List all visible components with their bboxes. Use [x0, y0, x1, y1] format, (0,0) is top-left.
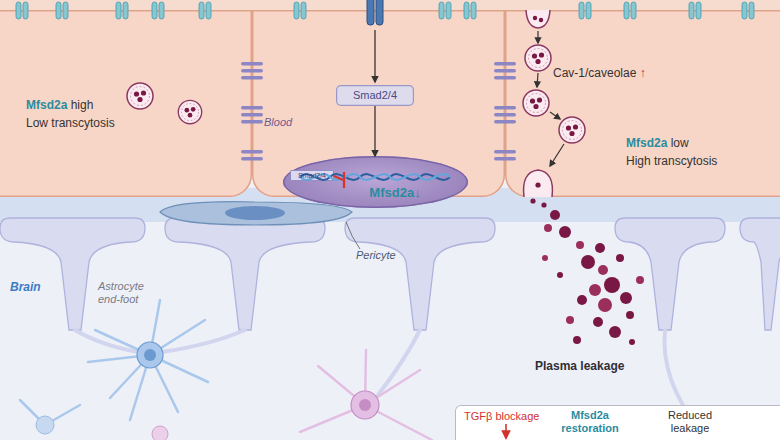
increase-arrow: ↑	[640, 66, 646, 80]
endothelial-cell: Cav-1/caveolae ↑ Mfsd2a lowHigh transcyto…	[505, 10, 780, 197]
therapy-label: TGFβ blockage	[464, 410, 560, 423]
plasma-particles	[542, 210, 644, 345]
transcytosis-label: High transcytosis	[626, 155, 766, 169]
level-word: low	[667, 136, 688, 150]
protein-label: Smad2/4	[336, 89, 414, 102]
astrocyte-end-feet	[0, 218, 780, 330]
plasma-particle	[559, 226, 571, 238]
plasma-particle	[595, 243, 605, 253]
plasma-particle	[636, 276, 644, 284]
gene-name: Mfsd2a	[626, 136, 667, 150]
process-label: Plasma leakage	[535, 360, 655, 374]
plasma-particle	[598, 265, 608, 275]
plasma-particle	[604, 277, 620, 293]
plasma-particle	[544, 224, 552, 232]
caveolae-label: Cav-1/caveolae ↑	[553, 67, 693, 81]
level-word: high	[67, 98, 93, 112]
process-line	[75, 330, 138, 352]
signal-box: Smad2/4	[336, 85, 414, 106]
astrocyte-body	[137, 342, 163, 368]
plasma-particle	[581, 255, 595, 269]
plasma-particle	[589, 284, 601, 296]
neuron-branches	[300, 350, 432, 440]
process-line	[378, 330, 420, 395]
plasma-particle	[576, 241, 584, 249]
plasma-particle	[626, 311, 634, 319]
expression-label: Mfsd2a low	[626, 137, 746, 151]
neuron-body	[152, 426, 168, 440]
cargo-dot	[530, 198, 535, 203]
plasma-particle	[629, 339, 635, 345]
protein-box: Smad2/4	[290, 170, 334, 181]
cargo-dot	[541, 202, 546, 207]
neuron-body	[351, 391, 379, 419]
gene-label: Mfsd2a↓	[345, 186, 445, 201]
end-foot	[165, 218, 325, 330]
plasma-particle	[609, 326, 621, 338]
pericyte-nucleus	[225, 206, 285, 220]
region-label: Brain	[10, 281, 70, 295]
outcome-label: Reduced leakage	[652, 409, 728, 434]
expression-label: Mfsd2a high	[26, 99, 156, 113]
plasma-particle	[593, 317, 603, 327]
plasma-particle	[557, 272, 563, 278]
astrocyte-nucleus	[144, 349, 156, 361]
astrocyte-branches	[20, 300, 208, 425]
nucleus: Smad2/4Mfsd2a↓	[283, 156, 468, 208]
therapy-label: Mfsd2a restoration	[548, 409, 632, 434]
protein-name: Cav-1/caveolae	[553, 66, 640, 80]
end-foot	[345, 218, 495, 330]
neuron-nucleus	[359, 399, 371, 411]
endothelial-cell: Smad2/4Smad2/4Mfsd2a↓Blood	[252, 10, 505, 197]
process-line	[162, 330, 245, 352]
pericyte-cell	[160, 202, 352, 225]
plasma-particle	[577, 295, 587, 305]
end-foot	[740, 218, 780, 330]
plasma-particle	[573, 336, 581, 344]
plasma-particle	[616, 254, 624, 262]
gene-name: Mfsd2a	[26, 98, 67, 112]
cell-type-label: Astrocyte end-foot	[98, 280, 160, 305]
plasma-particle	[566, 316, 574, 324]
transcytosis-label: Low transcytosis	[26, 117, 166, 131]
end-foot	[615, 218, 725, 330]
endothelial-cell: Mfsd2a highLow transcytosis	[0, 10, 252, 197]
cell-type-label: Pericyte	[356, 249, 426, 262]
leader-line	[346, 222, 360, 249]
astrocyte-body	[36, 416, 54, 434]
plasma-particle	[598, 298, 612, 312]
end-foot	[0, 218, 145, 330]
protein-label: Smad2/4	[290, 171, 334, 180]
plasma-particle	[620, 292, 632, 304]
plasma-particle	[550, 210, 560, 220]
compartment-label: Blood	[264, 116, 324, 129]
plasma-particle	[542, 255, 548, 261]
summary-box: TGFβ blockageMfsd2a restoration Reduced l…	[455, 405, 780, 440]
